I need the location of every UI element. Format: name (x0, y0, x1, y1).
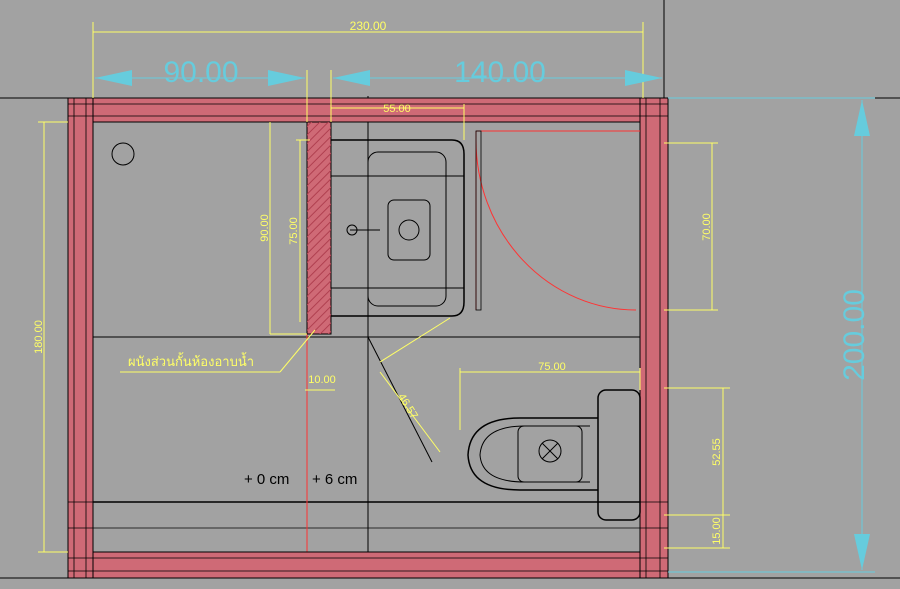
floor-drain-icon (111, 142, 135, 166)
floor-grid (93, 96, 640, 578)
dim-toilet-depth: 52.55 (711, 438, 723, 466)
dim-diagonal: 46.57 (395, 392, 420, 422)
level-label-1: + 0 cm (244, 471, 289, 488)
dim-overall-width: 230.00 (350, 19, 387, 33)
partition-label: ผนังส่วนกั้นห้องอาบน้ำ (128, 352, 254, 369)
door-swing-icon (475, 130, 640, 311)
dim-toilet-width: 75.00 (538, 361, 566, 373)
sink-icon (331, 139, 465, 317)
dim-sink-width: 55.00 (383, 103, 411, 115)
toilet-icon (467, 389, 641, 521)
dim-left-width: 90.00 (163, 56, 238, 89)
cyan-dimension-lines (95, 70, 875, 573)
dim-left-height: 180.00 (33, 320, 45, 354)
dim-door-width: 70.00 (701, 213, 713, 241)
dim-partition-height: 90.00 (259, 214, 271, 242)
dim-partition-inner: 75.00 (288, 217, 300, 245)
level-label-2: + 6 cm (312, 471, 357, 488)
yellow-dimension-lines (38, 22, 730, 553)
outer-walls (67, 97, 669, 579)
dim-bottom-gap: 15.00 (711, 517, 723, 545)
dim-right-width: 140.00 (454, 56, 546, 89)
dim-partition-thickness: 10.00 (308, 374, 336, 386)
dim-overall-height: 200.00 (838, 289, 871, 381)
partition-wall (306, 121, 332, 335)
